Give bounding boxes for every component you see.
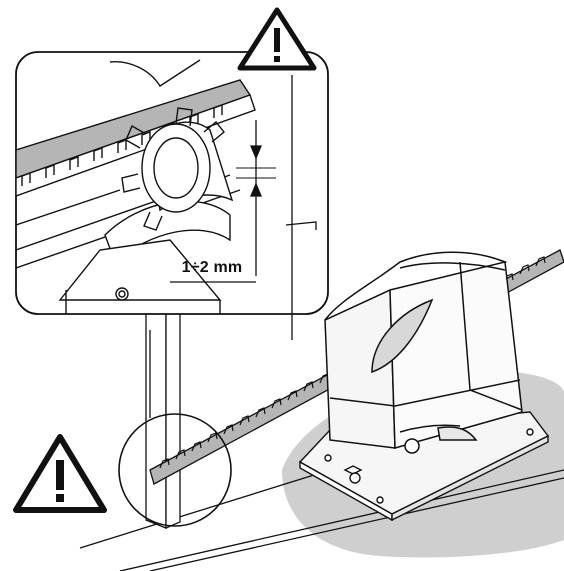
magnifier-circle xyxy=(118,330,232,527)
detail-inset xyxy=(15,51,329,315)
clearance-label: 1÷2 mm xyxy=(181,259,243,276)
ground-lines xyxy=(79,469,564,571)
motor-housing xyxy=(324,251,523,454)
warning-triangle-icon xyxy=(237,7,317,71)
warning-triangle-icon xyxy=(13,434,107,513)
wall-post xyxy=(285,75,317,340)
